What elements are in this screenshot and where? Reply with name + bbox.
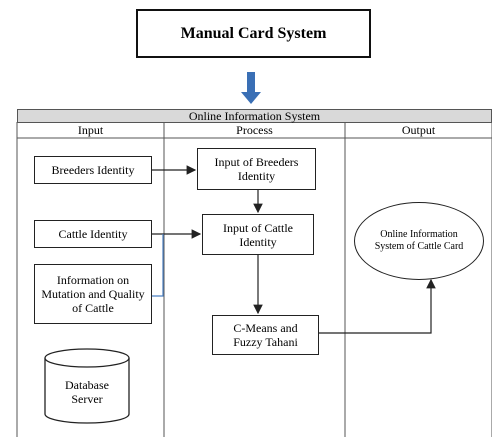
input-cattle-identity-label: Input of Cattle Identity	[223, 220, 293, 249]
input-breeders-identity-label: Input of Breeders Identity	[214, 155, 299, 183]
cattle-identity-label: Cattle Identity	[58, 227, 128, 241]
breeders-identity-box: Breeders Identity	[34, 156, 152, 184]
mutation-quality-box: Information on Mutation and Quality of C…	[34, 264, 152, 324]
online-cattle-card-ellipse: Online Information System of Cattle Card	[354, 202, 484, 280]
lane-output-header: Output	[401, 123, 436, 137]
breeders-identity-label: Breeders Identity	[51, 163, 135, 177]
band-title: Online Information System	[188, 108, 321, 123]
online-cattle-card-label: Online Information System of Cattle Card	[374, 229, 464, 252]
c-means-fuzzy-box: C-Means and Fuzzy Tahani	[212, 315, 319, 355]
lane-process-header: Process	[236, 123, 273, 137]
mutation-quality-label: Information on Mutation and Quality of C…	[41, 273, 145, 315]
input-breeders-identity-box: Input of Breeders Identity	[197, 148, 316, 190]
input-cattle-identity-box: Input of Cattle Identity	[202, 214, 314, 255]
lane-input-header: Input	[77, 123, 104, 137]
manual-card-system-box: Manual Card System	[136, 9, 371, 58]
c-means-fuzzy-label: C-Means and Fuzzy Tahani	[233, 321, 298, 349]
blue-down-arrow-icon	[241, 72, 261, 104]
database-server-label: Database Server	[65, 378, 109, 406]
database-cylinder	[44, 348, 130, 424]
manual-card-system-label: Manual Card System	[180, 24, 327, 42]
online-information-system-band: Online Information System	[17, 109, 492, 123]
cattle-identity-box: Cattle Identity	[34, 220, 152, 248]
